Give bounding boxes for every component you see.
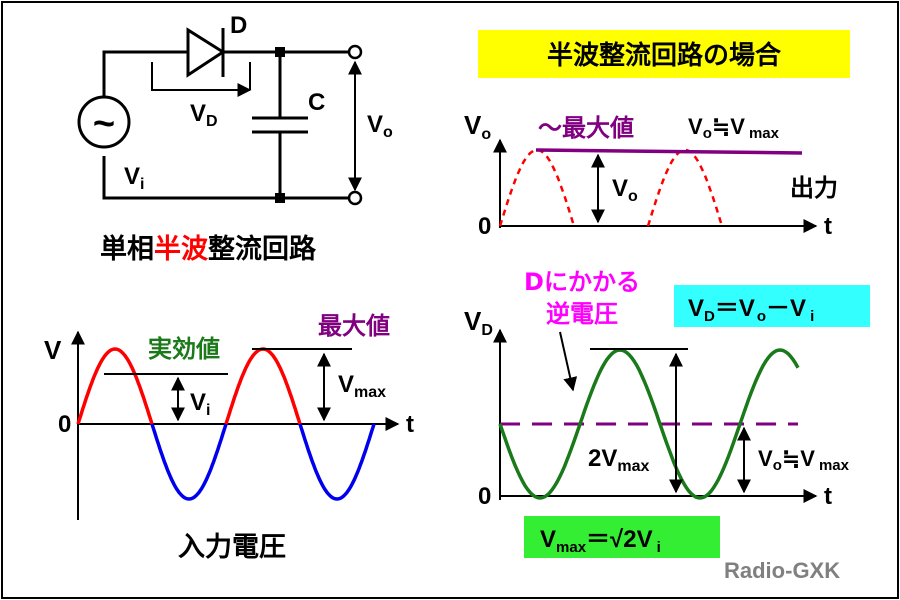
capacitor-label: C (308, 89, 325, 116)
terminal-top (347, 44, 363, 60)
output-dashed-halfwave-1 (498, 148, 576, 227)
output-zero-label: 0 (478, 213, 491, 240)
input-wave-negative-2 (298, 423, 376, 501)
diode-label: D (230, 12, 247, 39)
vd-label: VD (190, 100, 218, 130)
diode-symbol (186, 27, 226, 78)
callout-arrow (559, 331, 578, 392)
output-title: 半波整流回路の場合 (547, 40, 782, 71)
output-graph (493, 138, 818, 233)
output-dashed-halfwave-2 (646, 148, 724, 227)
bottom-formula-box (524, 516, 720, 558)
two-vmax-label: 2Vmax (588, 445, 649, 475)
vo-label: Vo (367, 111, 393, 141)
input-graph (71, 330, 400, 520)
credit-text: Radio-GXK (724, 558, 840, 583)
diode-zero-label: 0 (478, 483, 491, 510)
diode-v-axis-label: VD (464, 306, 493, 339)
diode-title-line1: Dにかかる (524, 268, 640, 296)
vi-label: Vi (124, 163, 144, 193)
output-label: 出力 (790, 174, 838, 202)
input-wave-positive-1 (76, 347, 154, 425)
input-vi-label: Vi (190, 389, 210, 419)
vd-bracket (151, 62, 245, 91)
diode-t-axis-label: t (824, 483, 832, 510)
input-caption: 入力電圧 (178, 532, 286, 563)
output-vo-label: Vo (612, 175, 638, 205)
diode-graph (493, 328, 818, 503)
rms-label: 実効値 (148, 335, 220, 363)
wire-bottom-left (102, 156, 280, 200)
input-zero-label: 0 (58, 411, 71, 438)
junction-dot-bottom (275, 193, 285, 203)
ac-source-symbol: ~ (93, 103, 115, 145)
input-v-axis-label: V (44, 335, 62, 365)
peak-label: 最大値 (318, 312, 390, 340)
input-vmax-label: Vmax (338, 371, 386, 401)
output-v-axis-label: Vo (464, 110, 491, 143)
input-wave-negative-1 (150, 423, 228, 501)
terminal-bottom (347, 190, 363, 206)
output-t-axis-label: t (824, 213, 832, 240)
ac-source-icon (77, 95, 131, 149)
input-t-axis-label: t (406, 411, 414, 438)
output-title-box (478, 30, 850, 78)
diode-title-line2: 逆電圧 (546, 300, 618, 328)
junction-dot-top (275, 47, 285, 57)
input-wave-positive-2 (224, 347, 302, 425)
output-peak-label: ～最大値 (538, 114, 634, 142)
output-dc-level (535, 148, 803, 155)
diode-reverse-voltage-wave (498, 348, 800, 500)
diode-formula-box (674, 285, 870, 327)
circuit-caption: 単相半波整流回路 (100, 233, 317, 265)
circuit-schematic (102, 27, 348, 200)
